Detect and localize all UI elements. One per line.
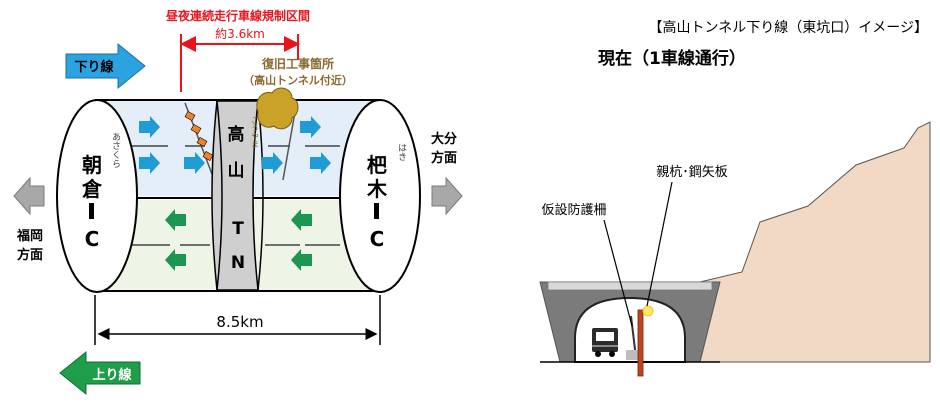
pile-label: 親杭･鋼矢板 xyxy=(656,165,728,180)
regulation-label: 昼夜連続走行車線規制区間 xyxy=(165,8,310,23)
west-direction: 福岡 方面 xyxy=(13,176,45,263)
tunnel-portal xyxy=(539,281,721,363)
east-direction: 大分 方面 xyxy=(431,131,463,216)
takayama-tn-label: 高 山 こうやま T N xyxy=(228,116,260,273)
cross-section-title: 【高山トンネル下り線（東坑口）イメージ】 xyxy=(649,19,928,36)
traffic-cones xyxy=(184,110,214,162)
right-title: 【高山トンネル下り線（東坑口）イメージ】 現在（1車線通行） xyxy=(598,19,928,69)
guard-fence-callout: 仮設防護柵 xyxy=(541,202,633,327)
worksite-blob xyxy=(256,87,299,130)
total-length-value: 8.5km xyxy=(216,313,263,331)
pile-steel-sheet xyxy=(637,305,654,377)
svg-text:方面: 方面 xyxy=(431,150,457,166)
up-lane-arrows xyxy=(165,209,312,271)
total-length: 8.5km xyxy=(94,295,381,345)
down-line-arrow: 下り線 xyxy=(65,42,146,90)
svg-text:C: C xyxy=(85,227,100,251)
svg-text:大分: 大分 xyxy=(431,131,457,147)
truck-icon xyxy=(592,328,618,357)
up-line-label: 上り線 xyxy=(92,367,132,383)
svg-text:高: 高 xyxy=(228,124,245,145)
svg-text:C: C xyxy=(370,227,385,251)
svg-text:杷: 杷 xyxy=(367,153,387,177)
svg-text:復旧工事箇所: 復旧工事箇所 xyxy=(261,56,334,71)
asakura-ic-label: 朝 倉 C あさくら xyxy=(81,132,120,251)
svg-text:N: N xyxy=(231,253,245,273)
svg-text:朝: 朝 xyxy=(82,153,102,177)
svg-text:あさくら: あさくら xyxy=(110,132,120,168)
svg-text:方面: 方面 xyxy=(17,247,43,263)
worksite-label: 復旧工事箇所 （高山トンネル付近） xyxy=(243,56,353,87)
haki-ic-label: 杷 木 C はき xyxy=(366,143,406,251)
regulation-section: 昼夜連続走行車線規制区間 約3.6km xyxy=(165,8,310,92)
cross-section-subtitle: 現在（1車線通行） xyxy=(598,48,746,69)
svg-text:はき: はき xyxy=(396,143,406,161)
down-line-label: 下り線 xyxy=(74,59,114,75)
tunnel-tube xyxy=(56,87,421,293)
svg-text:T: T xyxy=(232,219,244,239)
svg-text:山: 山 xyxy=(228,161,245,181)
svg-text:（高山トンネル付近）: （高山トンネル付近） xyxy=(243,73,353,87)
pile-callout: 親杭･鋼矢板 xyxy=(646,165,728,307)
regulation-length: 約3.6km xyxy=(215,26,265,41)
svg-text:木: 木 xyxy=(366,177,388,201)
svg-text:倉: 倉 xyxy=(81,177,103,201)
down-lane-arrows xyxy=(139,116,331,174)
hillside xyxy=(699,121,931,363)
up-line-arrow: 上り線 xyxy=(59,350,141,396)
svg-text:こうやま: こうやま xyxy=(251,116,260,148)
guard-fence-label: 仮設防護柵 xyxy=(541,202,606,218)
svg-text:福岡: 福岡 xyxy=(16,228,43,244)
guard-fence xyxy=(626,315,638,360)
